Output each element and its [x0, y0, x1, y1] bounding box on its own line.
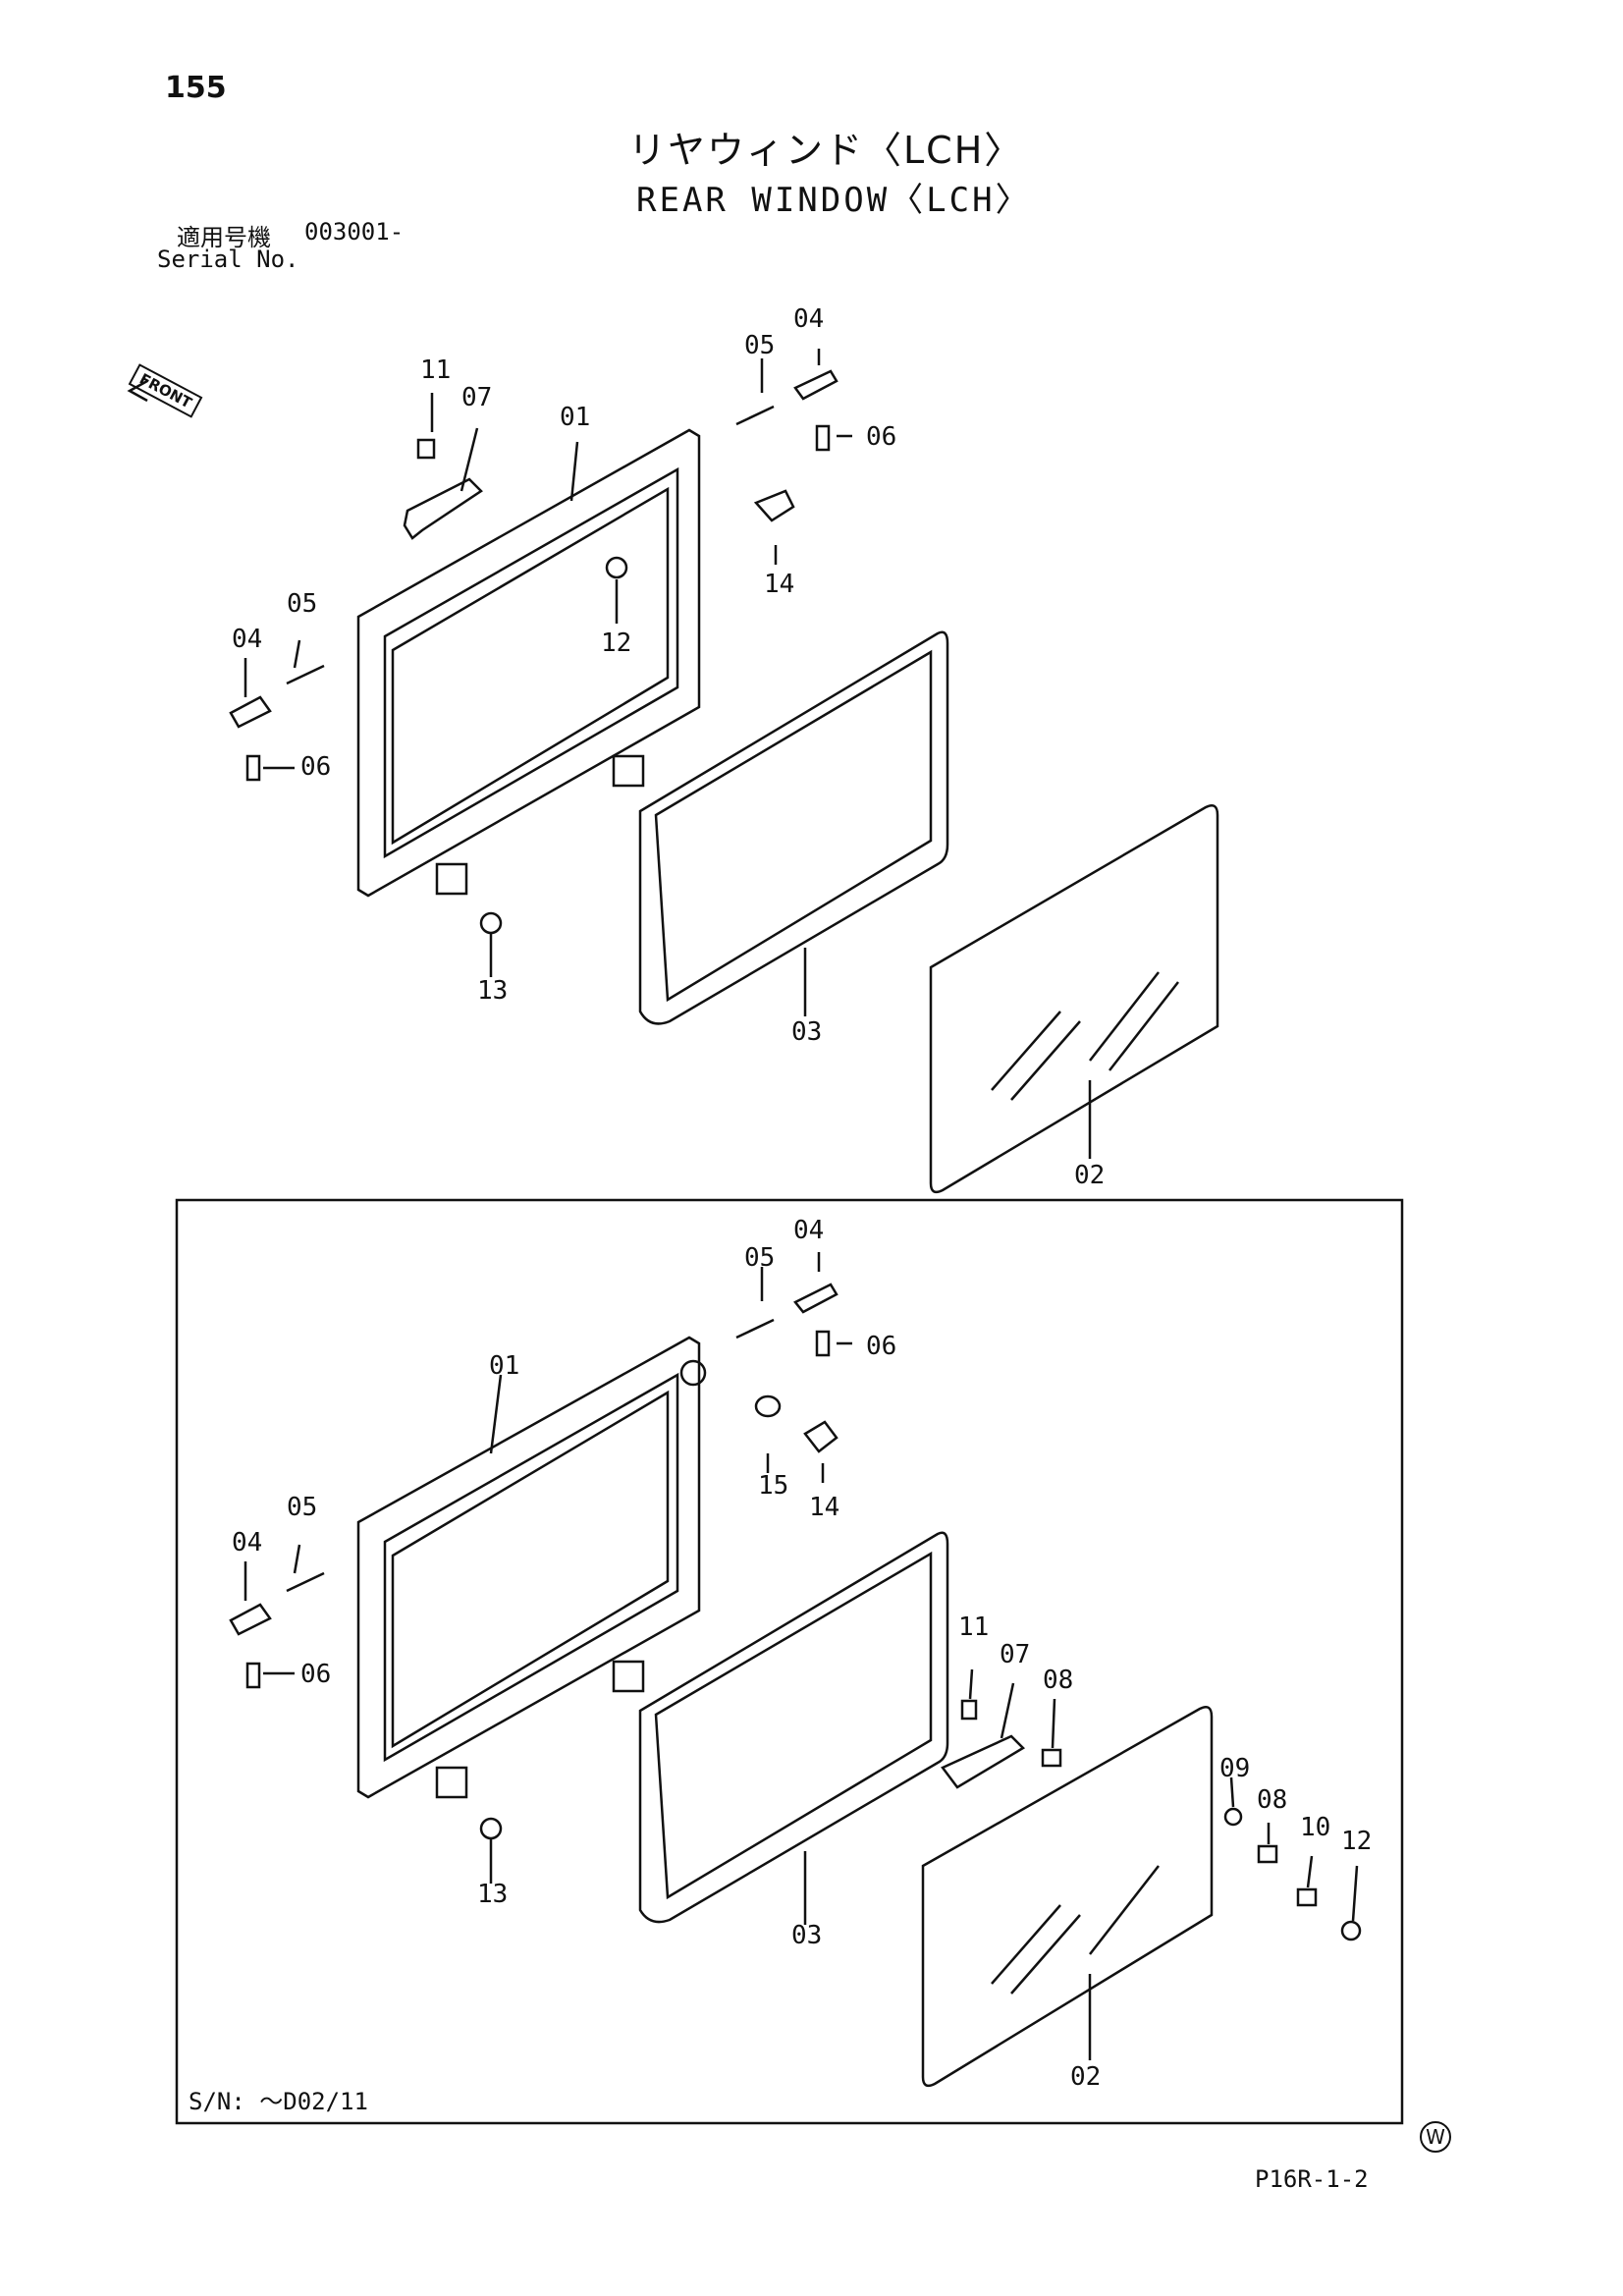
callout-upper-12: 12: [601, 629, 632, 658]
handle-07-lower: [941, 1734, 1026, 1789]
nut-08-lower-a: [1041, 1748, 1062, 1768]
lower-variant-box: [175, 1198, 1404, 2125]
knob-14-lower: [803, 1420, 839, 1453]
spring-05-upper-left: [286, 664, 325, 685]
serial-value: 003001-: [304, 218, 405, 246]
bushing-09-lower: [1223, 1807, 1243, 1827]
callout-upper-04-left: 04: [232, 625, 263, 654]
cap-12-lower: [1340, 1920, 1362, 1941]
weatherstrip-03-upper: [638, 630, 949, 1025]
serial-label-english: Serial No.: [157, 246, 299, 273]
callout-lower-15: 15: [758, 1471, 789, 1501]
spring-05-lower-right: [735, 1318, 775, 1339]
lower-exploded-view: [229, 1252, 1362, 2088]
page-title-japanese: リヤウィンド〈LCH〉: [628, 129, 1024, 172]
callout-lower-01: 01: [489, 1351, 520, 1381]
callout-lower-11: 11: [958, 1613, 990, 1642]
frame-01-lower: [356, 1336, 701, 1799]
callout-lower-06-left: 06: [300, 1660, 332, 1689]
bolt-13-lower: [479, 1817, 503, 1840]
frame-01-upper: [356, 428, 701, 898]
callout-upper-13: 13: [477, 976, 509, 1006]
hinge-upper-upper: [612, 754, 645, 788]
callout-lower-02: 02: [1070, 2062, 1102, 2092]
callout-upper-14: 14: [764, 570, 795, 599]
bolt-11-lower: [960, 1699, 978, 1721]
callout-lower-05-right: 05: [744, 1243, 776, 1273]
callout-upper-07: 07: [461, 383, 493, 412]
callout-lower-08-b: 08: [1257, 1785, 1288, 1815]
callout-lower-05-left: 05: [287, 1493, 318, 1522]
callout-upper-06-left: 06: [300, 752, 332, 782]
callout-lower-06-right: 06: [866, 1332, 897, 1361]
serial-range-note: S/N: ～D02/11: [189, 2088, 368, 2115]
callout-upper-05-right: 05: [744, 331, 776, 360]
glass-02-upper: [929, 804, 1219, 1194]
hinge-upper-lower: [612, 1660, 645, 1693]
upper-exploded-view: [229, 349, 1219, 1194]
bolt-13-upper: [479, 911, 503, 935]
page-title-english: REAR WINDOW〈LCH〉: [636, 181, 1032, 220]
callout-lower-08-a: 08: [1043, 1666, 1074, 1695]
spring-05-lower-left: [286, 1571, 325, 1593]
callout-upper-02: 02: [1074, 1161, 1106, 1190]
pin-04-upper-right: [793, 369, 839, 401]
callout-lower-10: 10: [1300, 1813, 1331, 1842]
knob-14-upper: [753, 489, 795, 522]
watermark-w-icon: W: [1420, 2121, 1451, 2153]
callout-upper-03: 03: [791, 1017, 823, 1047]
washer-10-lower: [1296, 1887, 1318, 1907]
callout-upper-04-right: 04: [793, 304, 825, 334]
pin-04-upper-left: [229, 695, 272, 729]
page-number: 155: [165, 71, 227, 105]
callout-lower-09: 09: [1219, 1754, 1251, 1783]
callout-upper-06-right: 06: [866, 422, 897, 452]
callout-lower-04-right: 04: [793, 1216, 825, 1245]
glass-02-lower: [921, 1706, 1214, 2088]
pin-06-upper-right: [815, 424, 831, 452]
pin-06-upper-left: [245, 754, 261, 782]
weatherstrip-03-lower: [638, 1531, 949, 1924]
washer-15-lower: [754, 1394, 782, 1418]
pin-06-lower-right: [815, 1330, 831, 1357]
callout-lower-13: 13: [477, 1880, 509, 1909]
bolt-11-upper: [416, 438, 436, 460]
pin-04-lower-left: [229, 1603, 272, 1636]
cap-12-upper: [605, 556, 628, 579]
callout-lower-07: 07: [1000, 1640, 1031, 1669]
pin-06-lower-left: [245, 1662, 261, 1689]
handle-07-upper: [403, 477, 483, 540]
callout-lower-04-left: 04: [232, 1528, 263, 1558]
callout-lower-12: 12: [1341, 1827, 1373, 1856]
hinge-boss-lower: [679, 1359, 707, 1387]
callout-lower-03: 03: [791, 1921, 823, 1950]
serial-label-japanese: 適用号機: [177, 224, 271, 251]
front-arrow-icon: [127, 379, 148, 403]
callout-upper-01: 01: [560, 403, 591, 432]
spring-05-upper-right: [735, 405, 775, 426]
nut-08-lower-b: [1257, 1844, 1278, 1864]
pin-04-lower-right: [793, 1283, 839, 1314]
hinge-lower-upper: [435, 862, 468, 896]
callout-lower-14: 14: [809, 1493, 840, 1522]
callout-upper-11: 11: [420, 355, 452, 385]
hinge-lower-lower: [435, 1766, 468, 1799]
callout-upper-05-left: 05: [287, 589, 318, 619]
document-id: P16R-1-2: [1255, 2165, 1369, 2193]
